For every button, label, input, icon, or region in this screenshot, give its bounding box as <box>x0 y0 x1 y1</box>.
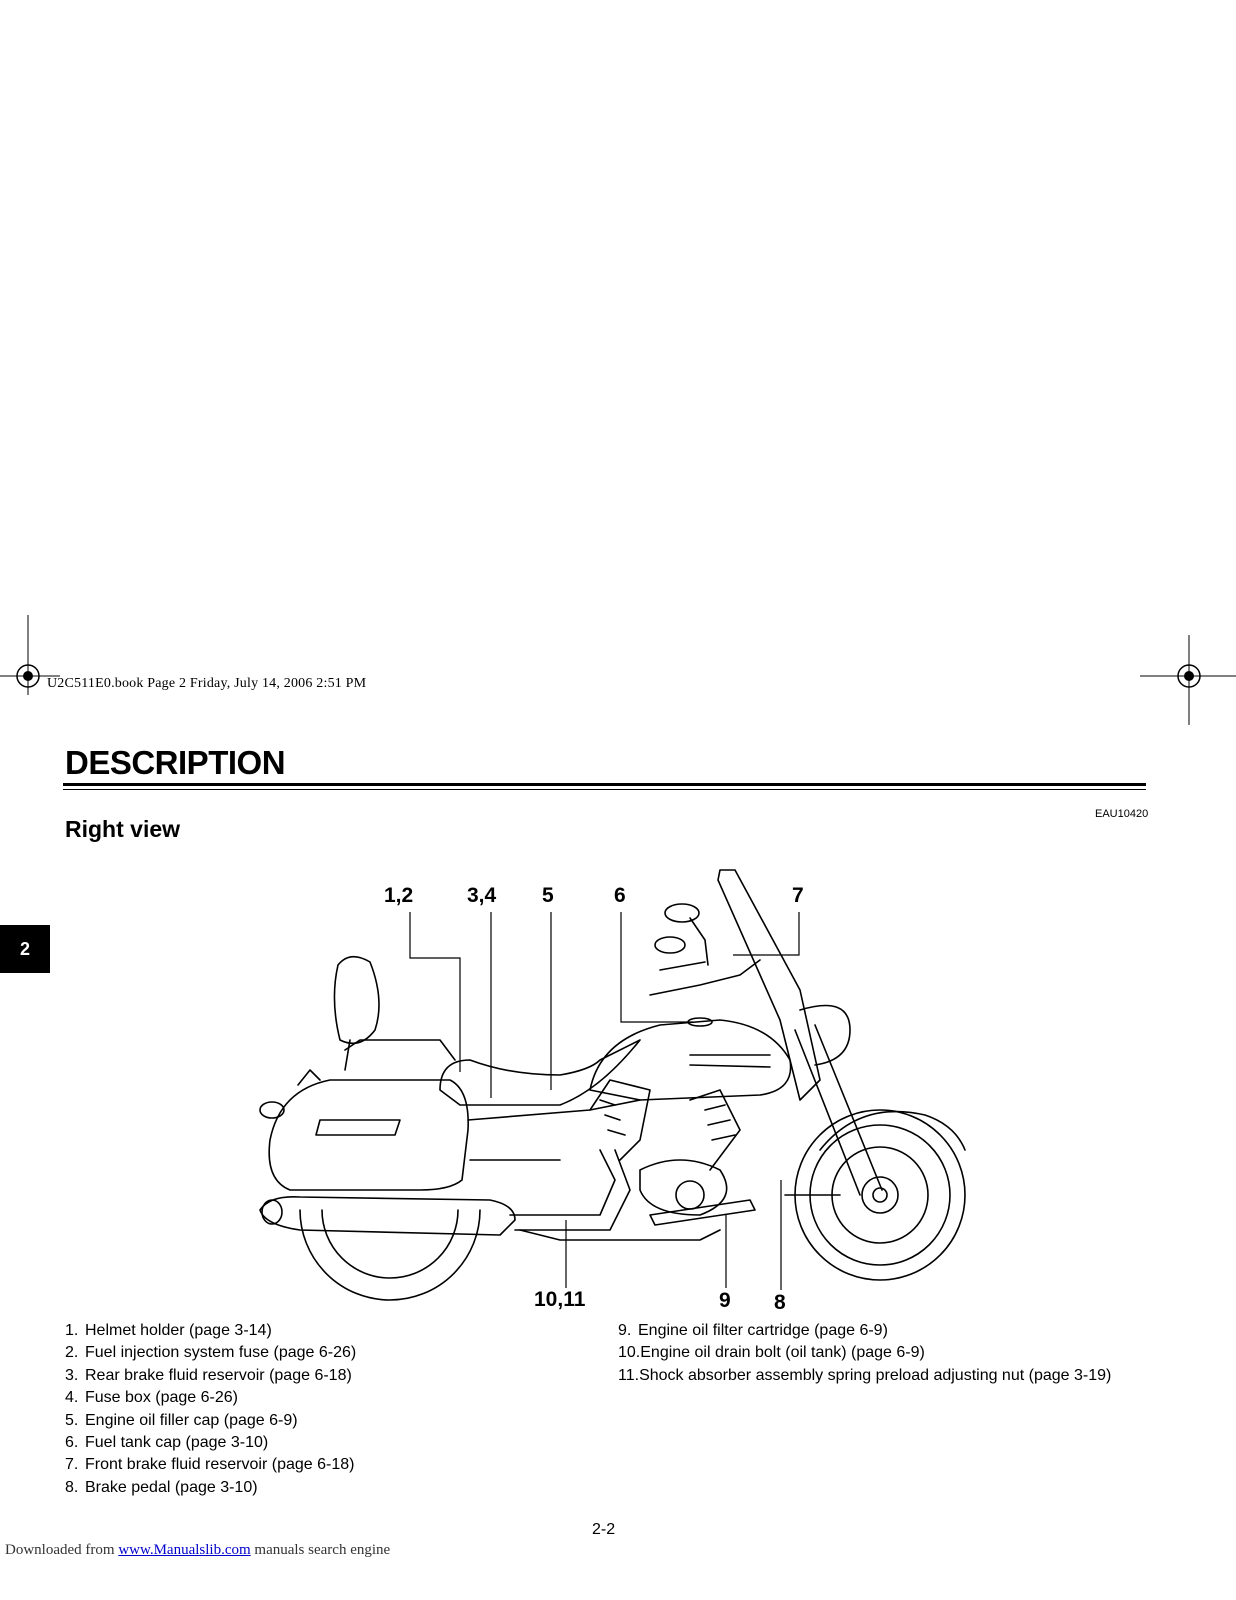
callout-7: 7 <box>792 884 804 907</box>
item-text: Shock absorber assembly spring preload a… <box>639 1366 1112 1384</box>
list-item: 8. Brake pedal (page 3-10) <box>65 1477 356 1499</box>
item-text: Engine oil filter cartridge (page 6-9) <box>638 1322 888 1339</box>
item-number: 2. <box>65 1344 79 1362</box>
callout-9: 9 <box>719 1289 731 1312</box>
list-item: 2. Fuel injection system fuse (page 6-26) <box>65 1342 356 1364</box>
item-number: 9. <box>618 1322 632 1339</box>
item-text: Engine oil drain bolt (oil tank) (page 6… <box>640 1344 925 1362</box>
callout-6: 6 <box>614 884 626 907</box>
list-item: 4. Fuse box (page 6-26) <box>65 1387 356 1409</box>
item-number: 8. <box>65 1478 79 1496</box>
book-info-line: U2C511E0.book Page 2 Friday, July 14, 20… <box>47 676 367 691</box>
page-title: DESCRIPTION <box>65 744 286 781</box>
item-number: 11. <box>618 1366 640 1384</box>
callout-3-4: 3,4 <box>467 884 497 907</box>
title-rule-thick <box>63 783 1146 786</box>
callout-8: 8 <box>774 1291 786 1314</box>
footer-suffix: manuals search engine <box>250 1542 391 1558</box>
item-number: 4. <box>65 1389 79 1407</box>
item-number: 1. <box>65 1322 79 1339</box>
list-item: 10.Engine oil drain bolt (oil tank) (pag… <box>618 1342 1111 1364</box>
item-number: 3. <box>65 1366 79 1384</box>
list-item: 3. Rear brake fluid reservoir (page 6-18) <box>65 1365 356 1387</box>
item-number: 5. <box>65 1411 79 1429</box>
section-subtitle: Right view <box>65 816 181 842</box>
title-rule-thin <box>63 789 1146 790</box>
list-item: 11.Shock absorber assembly spring preloa… <box>618 1365 1111 1387</box>
manualslib-link[interactable]: www.Manualslib.com <box>118 1542 251 1558</box>
registration-mark-right <box>1140 635 1236 725</box>
item-text: Fuse box (page 6-26) <box>85 1389 238 1407</box>
list-item: 9. Engine oil filter cartridge (page 6-9) <box>618 1320 1111 1342</box>
section-code: EAU10420 <box>1095 808 1149 820</box>
callout-1-2: 1,2 <box>384 884 414 907</box>
item-text: Fuel injection system fuse (page 6-26) <box>85 1344 357 1362</box>
callout-5: 5 <box>542 884 554 907</box>
callout-10-11: 10,11 <box>534 1288 586 1311</box>
motorcycle-right-view-illustration <box>259 869 966 1301</box>
item-text: Rear brake fluid reservoir (page 6-18) <box>85 1366 352 1384</box>
list-item: 6. Fuel tank cap (page 3-10) <box>65 1432 356 1454</box>
download-footer: Downloaded from www.Manualslib.com manua… <box>5 1542 390 1559</box>
parts-list-right: 9. Engine oil filter cartridge (page 6-9)… <box>618 1320 1111 1387</box>
page-number: 2-2 <box>592 1521 616 1538</box>
item-number: 7. <box>65 1456 79 1474</box>
item-text: Fuel tank cap (page 3-10) <box>85 1434 269 1452</box>
list-item: 5. Engine oil filler cap (page 6-9) <box>65 1410 356 1432</box>
item-number: 10. <box>618 1344 641 1362</box>
item-text: Brake pedal (page 3-10) <box>85 1478 258 1496</box>
item-text: Helmet holder (page 3-14) <box>85 1322 272 1339</box>
parts-list-left: 1. Helmet holder (page 3-14) 2. Fuel injec… <box>65 1320 356 1499</box>
item-text: Engine oil filler cap (page 6-9) <box>85 1411 298 1429</box>
item-text: Front brake fluid reservoir (page 6-18) <box>85 1456 355 1474</box>
item-number: 6. <box>65 1434 79 1452</box>
list-item: 7. Front brake fluid reservoir (page 6-18… <box>65 1454 356 1476</box>
list-item: 1. Helmet holder (page 3-14) <box>65 1320 356 1342</box>
registration-mark-left <box>0 615 60 695</box>
chapter-tab: 2 <box>0 925 50 973</box>
footer-prefix: Downloaded from <box>5 1542 119 1558</box>
